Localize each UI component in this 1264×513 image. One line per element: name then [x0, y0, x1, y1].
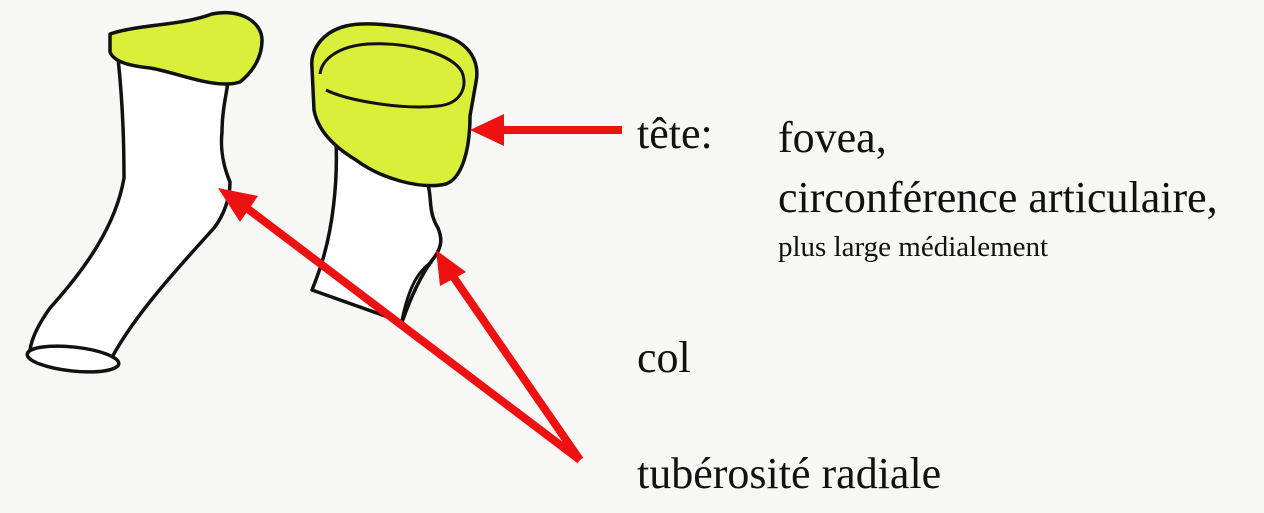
arrow-tuberosite-left-shaft [241, 202, 583, 464]
label-tuberosite: tubérosité radiale [637, 449, 942, 498]
left-radius-view [25, 10, 264, 374]
pointer-arrows [218, 114, 622, 464]
right-bone-inner-edge [400, 260, 433, 321]
arrow-tuberosite-left-head [218, 188, 258, 222]
label-fovea: fovea, [778, 113, 887, 162]
label-tete: tête: [637, 109, 713, 158]
right-bone-shaft [310, 138, 443, 324]
left-bone-cut-end [25, 344, 121, 374]
label-circonference: circonférence articulaire, [778, 173, 1218, 222]
arrow-tuberosite-right-shaft [446, 269, 584, 463]
arrow-tete-head [470, 114, 504, 146]
label-col: col [637, 333, 691, 382]
left-bone-head [108, 10, 264, 86]
left-bone-shaft [28, 56, 232, 367]
arrow-tuberosite-right-head [436, 250, 466, 286]
right-radius-view [310, 22, 479, 324]
label-plus-large: plus large médialement [778, 231, 1049, 263]
fovea-rim [318, 42, 466, 109]
